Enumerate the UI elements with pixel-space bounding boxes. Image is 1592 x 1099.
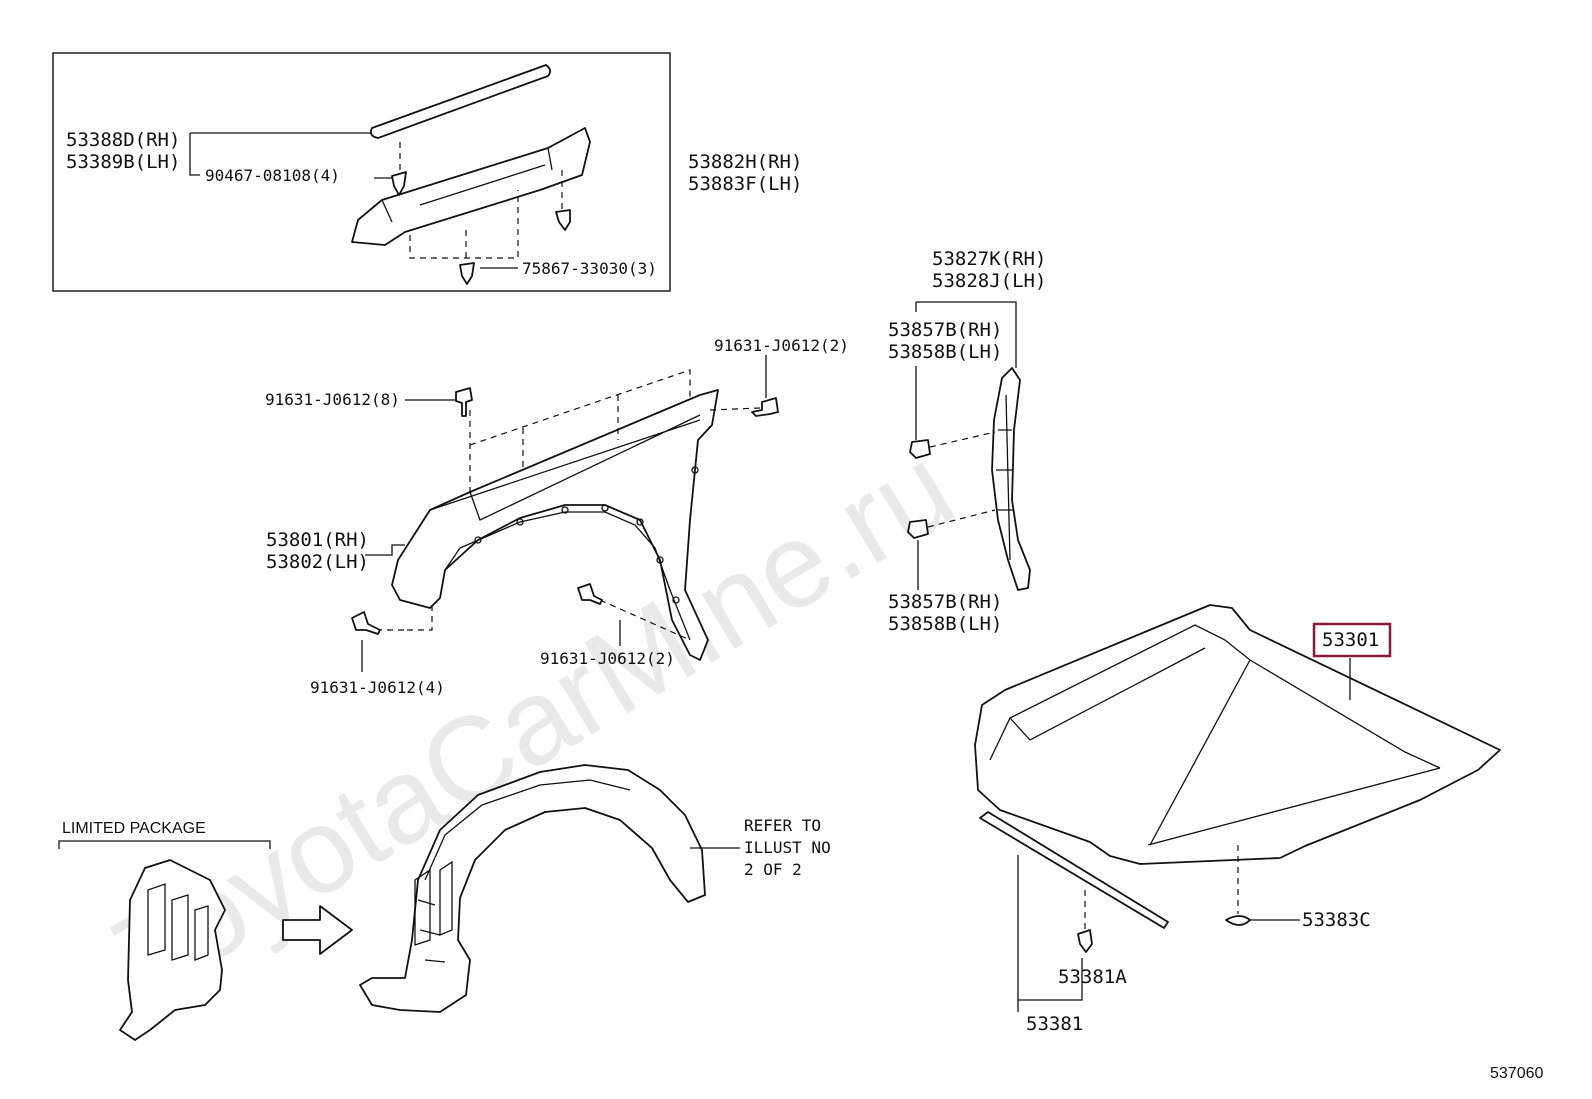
- cushion-53383c[interactable]: [1225, 915, 1251, 926]
- label-53388d: 53388D(RH): [66, 129, 180, 151]
- seal-part[interactable]: [991, 367, 1031, 591]
- clip-75867[interactable]: [459, 262, 475, 285]
- clip-53857b-bot[interactable]: [907, 519, 929, 539]
- rail-part[interactable]: [351, 127, 591, 246]
- label-refer-1: REFER TO: [744, 816, 821, 835]
- group-frame: [52, 52, 671, 292]
- bolt-91631-2-top[interactable]: [751, 397, 779, 417]
- label-53883f: 53883F(LH): [688, 173, 802, 195]
- seal-group: 53827K(RH) 53828J(LH) 53857B(RH) 53858B(…: [888, 248, 1046, 635]
- clip-90467[interactable]: [391, 171, 407, 196]
- weatherstrip-part[interactable]: [369, 64, 551, 139]
- label-75867: 75867-33030(3): [522, 259, 657, 278]
- label-53383c: 53383C: [1302, 909, 1371, 931]
- label-53827k: 53827K(RH): [932, 248, 1046, 270]
- clip-53857b-top[interactable]: [909, 439, 931, 459]
- label-53857b-bot: 53857B(RH): [888, 591, 1002, 613]
- label-53882h: 53882H(RH): [688, 151, 802, 173]
- label-91631-2-top: 91631-J0612(2): [714, 336, 849, 355]
- hood-seal-part[interactable]: [979, 811, 1169, 929]
- arrow-icon: [282, 905, 353, 955]
- label-91631-4: 91631-J0612(4): [310, 678, 445, 697]
- diagram-number: 537060: [1490, 1065, 1543, 1082]
- fender-liner-part[interactable]: [359, 764, 706, 1013]
- box-group-rail: 53388D(RH) 53389B(LH) 90467-08108(4) 538…: [52, 52, 802, 292]
- label-refer-2: ILLUST NO: [744, 838, 831, 857]
- label-limited-package: LIMITED PACKAGE: [62, 820, 206, 837]
- label-53801: 53801(RH): [266, 529, 369, 551]
- label-53301[interactable]: 53301: [1322, 629, 1379, 651]
- hood-part[interactable]: [974, 604, 1501, 865]
- label-53381: 53381: [1026, 1013, 1083, 1035]
- fender-group: 91631-J0612(2) 91631-J0612(8) 53801(RH) …: [265, 336, 849, 697]
- label-91631-2-bot: 91631-J0612(2): [540, 649, 675, 668]
- hood-group: 53301 53383C 53381A 53381: [974, 604, 1501, 1035]
- bolt-91631-8[interactable]: [455, 387, 473, 417]
- label-53381a: 53381A: [1058, 966, 1127, 988]
- label-53828j: 53828J(LH): [932, 270, 1046, 292]
- label-53858b-bot: 53858B(LH): [888, 613, 1002, 635]
- label-53802: 53802(LH): [266, 551, 369, 573]
- label-53389b: 53389B(LH): [66, 151, 180, 173]
- label-refer-3: 2 OF 2: [744, 860, 802, 879]
- label-53857b-top: 53857B(RH): [888, 319, 1002, 341]
- highlight-box-53301[interactable]: [1312, 622, 1392, 658]
- label-90467: 90467-08108(4): [205, 166, 340, 185]
- label-91631-8: 91631-J0612(8): [265, 390, 400, 409]
- label-53858b-top: 53858B(LH): [888, 341, 1002, 363]
- clip-53381a[interactable]: [1077, 929, 1093, 953]
- bolt-91631-4[interactable]: [351, 611, 381, 635]
- clip-right[interactable]: [555, 209, 571, 231]
- liner-group: REFER TO ILLUST NO 2 OF 2: [359, 764, 831, 1013]
- limited-package-group: LIMITED PACKAGE: [58, 820, 353, 1041]
- bolt-91631-2-bot[interactable]: [577, 583, 603, 605]
